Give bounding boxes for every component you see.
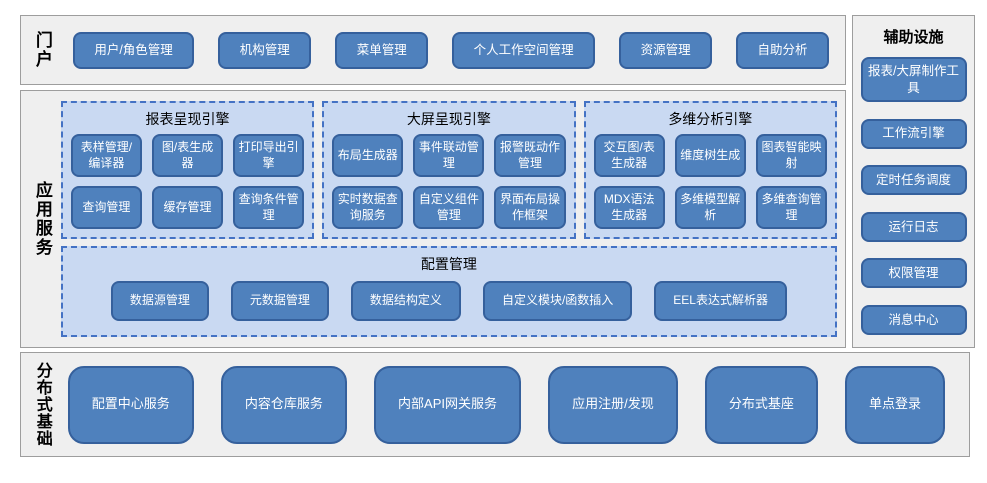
portal-box: 用户/角色管理 — [72, 31, 195, 69]
engine-module-box: 缓存管理 — [151, 186, 224, 229]
distributed-foundation-label: 分布式基础 — [33, 362, 51, 447]
engine-module-box: 图表智能映射 — [755, 134, 828, 177]
config-module-box: 数据源管理 — [110, 281, 209, 321]
config-module-box: 自定义模块/函数插入 — [482, 281, 633, 321]
aux-facility-box: 权限管理 — [860, 258, 967, 289]
distributed-foundation-section: 分布式基础 配置中心服务内容仓库服务内部API网关服务应用注册/发现分布式基座单… — [20, 352, 970, 457]
infra-service-box: 内容仓库服务 — [220, 365, 347, 444]
engine-module-box: 多维模型解析 — [674, 186, 746, 229]
portal-box: 机构管理 — [218, 31, 312, 69]
infra-service-box: 配置中心服务 — [67, 365, 194, 444]
engine-module-box: 维度树生成 — [674, 134, 746, 177]
engine-module-box: 实时数据查询服务 — [332, 186, 404, 229]
portal-section: 门户 用户/角色管理机构管理菜单管理个人工作空间管理资源管理自助分析 — [20, 15, 846, 85]
report-engine-title: 报表呈现引擎 — [145, 111, 230, 127]
app-services-section-label: 应用服务 — [32, 181, 52, 257]
aux-facility-box: 定时任务调度 — [860, 165, 967, 196]
engine-module-box: MDX语法生成器 — [593, 186, 665, 229]
engine-module-box: 表样管理/编译器 — [70, 134, 142, 177]
aux-facility-box: 运行日志 — [860, 211, 967, 242]
auxiliary-items: 报表/大屏制作工具工作流引擎定时任务调度运行日志权限管理消息中心 — [859, 57, 968, 335]
aux-facility-box: 工作流引擎 — [860, 118, 967, 149]
auxiliary-section: 辅助设施 报表/大屏制作工具工作流引擎定时任务调度运行日志权限管理消息中心 — [852, 15, 975, 348]
config-management-panel: 配置管理 数据源管理元数据管理数据结构定义自定义模块/函数插入 EEL表达式解析器 — [60, 246, 837, 337]
olap-engine-modules: 交互图/表生成器维度树生成图表智能映射 MDX语法生成器多维模型解析多维查询管理 — [593, 134, 828, 229]
infra-service-box: 分布式基座 — [704, 365, 818, 444]
portal-section-label: 门户 — [32, 31, 52, 69]
engine-module-box: 查询管理 — [70, 186, 142, 229]
bigscreen-engine-title: 大屏呈现引擎 — [406, 111, 491, 127]
engine-module-box: 界面布局操作框架 — [494, 186, 566, 229]
olap-engine-panel: 多维分析引擎 交互图/表生成器维度树生成图表智能映射 MDX语法生成器多维模型解析… — [583, 101, 838, 239]
distributed-foundation-items: 配置中心服务内容仓库服务内部API网关服务应用注册/发现分布式基座单点登录 — [67, 365, 945, 444]
config-management-modules: 数据源管理元数据管理数据结构定义自定义模块/函数插入 EEL表达式解析器 — [71, 279, 827, 327]
report-engine-modules: 表样管理/编译器图/表生成器打印导出引擎查询管理缓存管理查询条件管理 — [70, 134, 305, 229]
engine-module-box: 事件联动管理 — [413, 134, 485, 177]
engine-module-box: 查询条件管理 — [233, 186, 305, 229]
portal-box: 菜单管理 — [335, 31, 429, 69]
engine-module-box: 图/表生成器 — [151, 134, 224, 177]
aux-facility-box: 报表/大屏制作工具 — [860, 57, 967, 102]
aux-facility-box: 消息中心 — [860, 304, 967, 335]
portal-items: 用户/角色管理机构管理菜单管理个人工作空间管理资源管理自助分析 — [72, 31, 830, 69]
engine-module-box: 打印导出引擎 — [233, 134, 305, 177]
portal-box: 自助分析 — [736, 31, 830, 69]
app-services-content: 报表呈现引擎 表样管理/编译器图/表生成器打印导出引擎查询管理缓存管理查询条件管… — [60, 99, 838, 339]
bigscreen-engine-modules: 布局生成器事件联动管理报警既动作管理实时数据查询服务自定义组件管理界面布局操作框… — [332, 134, 566, 229]
engine-module-box: 多维查询管理 — [755, 186, 828, 229]
infra-service-box: 内部API网关服务 — [374, 365, 522, 444]
engine-panels: 报表呈现引擎 表样管理/编译器图/表生成器打印导出引擎查询管理缓存管理查询条件管… — [60, 101, 838, 239]
portal-box: 个人工作空间管理 — [452, 31, 596, 69]
olap-engine-title: 多维分析引擎 — [668, 111, 753, 127]
infra-service-box: 应用注册/发现 — [548, 365, 678, 444]
portal-box: 资源管理 — [619, 31, 713, 69]
engine-module-box: 报警既动作管理 — [494, 134, 566, 177]
infra-service-box: 单点登录 — [844, 365, 945, 444]
config-management-title: 配置管理 — [420, 256, 477, 272]
config-module-box: 数据结构定义 — [350, 281, 461, 321]
auxiliary-section-title: 辅助设施 — [883, 29, 944, 46]
report-engine-panel: 报表呈现引擎 表样管理/编译器图/表生成器打印导出引擎查询管理缓存管理查询条件管… — [60, 101, 315, 239]
config-module-box: 元数据管理 — [230, 281, 329, 321]
engine-module-box: 自定义组件管理 — [413, 186, 485, 229]
engine-module-box: 交互图/表生成器 — [593, 134, 665, 177]
app-services-section: 应用服务 报表呈现引擎 表样管理/编译器图/表生成器打印导出引擎查询管理缓存管理… — [20, 90, 846, 348]
config-module-box: EEL表达式解析器 — [654, 281, 787, 321]
bigscreen-engine-panel: 大屏呈现引擎 布局生成器事件联动管理报警既动作管理实时数据查询服务自定义组件管理… — [322, 101, 576, 239]
engine-module-box: 布局生成器 — [332, 134, 404, 177]
